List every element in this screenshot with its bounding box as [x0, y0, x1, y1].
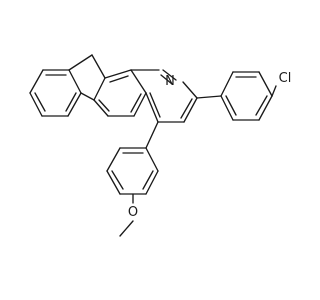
indene-benzo-ring [29, 69, 82, 117]
bond-to-methoxyphenyl [145, 121, 159, 149]
methoxyphenyl-ring [106, 147, 159, 195]
structure-canvas: N Cl O [29, 54, 292, 237]
indene-five-ring [68, 54, 106, 101]
central-benzene-ring [93, 69, 147, 117]
methyl-bond [119, 220, 134, 237]
chlorine-atom: Cl [279, 71, 292, 86]
pyridine-ring [130, 69, 198, 123]
molecule-structure: N Cl O [29, 54, 292, 237]
chlorophenyl-ring [220, 71, 273, 121]
oxygen-atom: O [128, 205, 138, 220]
nitrogen-atom: N [165, 74, 175, 89]
bond-to-chlorophenyl [196, 95, 222, 99]
bond-to-chlorine [271, 85, 277, 97]
